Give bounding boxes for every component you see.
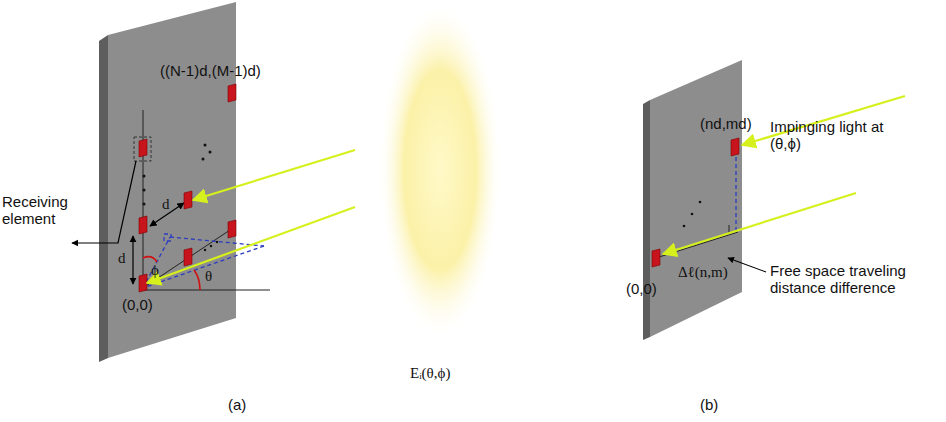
- receiver-plane: [643, 60, 742, 340]
- light-ray: [147, 207, 355, 283]
- light-ray: [663, 193, 856, 254]
- receiving-elements: [139, 84, 236, 292]
- projection-line: [735, 150, 736, 232]
- axes: [143, 110, 270, 290]
- path-line: [656, 232, 738, 258]
- projection-lines: [143, 234, 264, 288]
- panel-label: (b): [700, 396, 718, 413]
- distance-label: Δℓ(n,m): [678, 264, 728, 281]
- coordinate-label: (0,0): [122, 296, 153, 313]
- receiving-elements: [652, 138, 739, 267]
- callout-label: Free space traveling distance difference: [770, 262, 930, 297]
- callout-label: Receiving element: [2, 193, 70, 228]
- angle-label: θ: [205, 268, 212, 285]
- phi-arc: [143, 257, 157, 262]
- wavefront: [380, 5, 500, 335]
- angle-label: ϕ: [151, 262, 159, 279]
- light-ray: [193, 150, 355, 200]
- dimension-arrow: [132, 236, 133, 284]
- ellipsis-dots: [683, 201, 702, 228]
- coordinate-label: (0,0): [626, 280, 657, 297]
- coordinate-label: ((N-1)d,(M-1)d): [160, 62, 261, 79]
- callout-label: Impinging light at (θ,ϕ): [770, 118, 900, 153]
- highlight-box: [134, 137, 151, 161]
- coordinate-label: (nd,md): [700, 115, 752, 132]
- dimension-label: d: [118, 250, 126, 267]
- theta-arc: [194, 270, 200, 290]
- dimension-label: d: [162, 196, 170, 213]
- panel-label: (a): [228, 396, 246, 413]
- receiver-plane: [99, 2, 236, 362]
- ellipsis-dots: [143, 144, 219, 252]
- field-label: Eᵢ(θ,ϕ): [410, 365, 450, 382]
- leader-line: [72, 161, 136, 243]
- leader-line: [728, 258, 766, 272]
